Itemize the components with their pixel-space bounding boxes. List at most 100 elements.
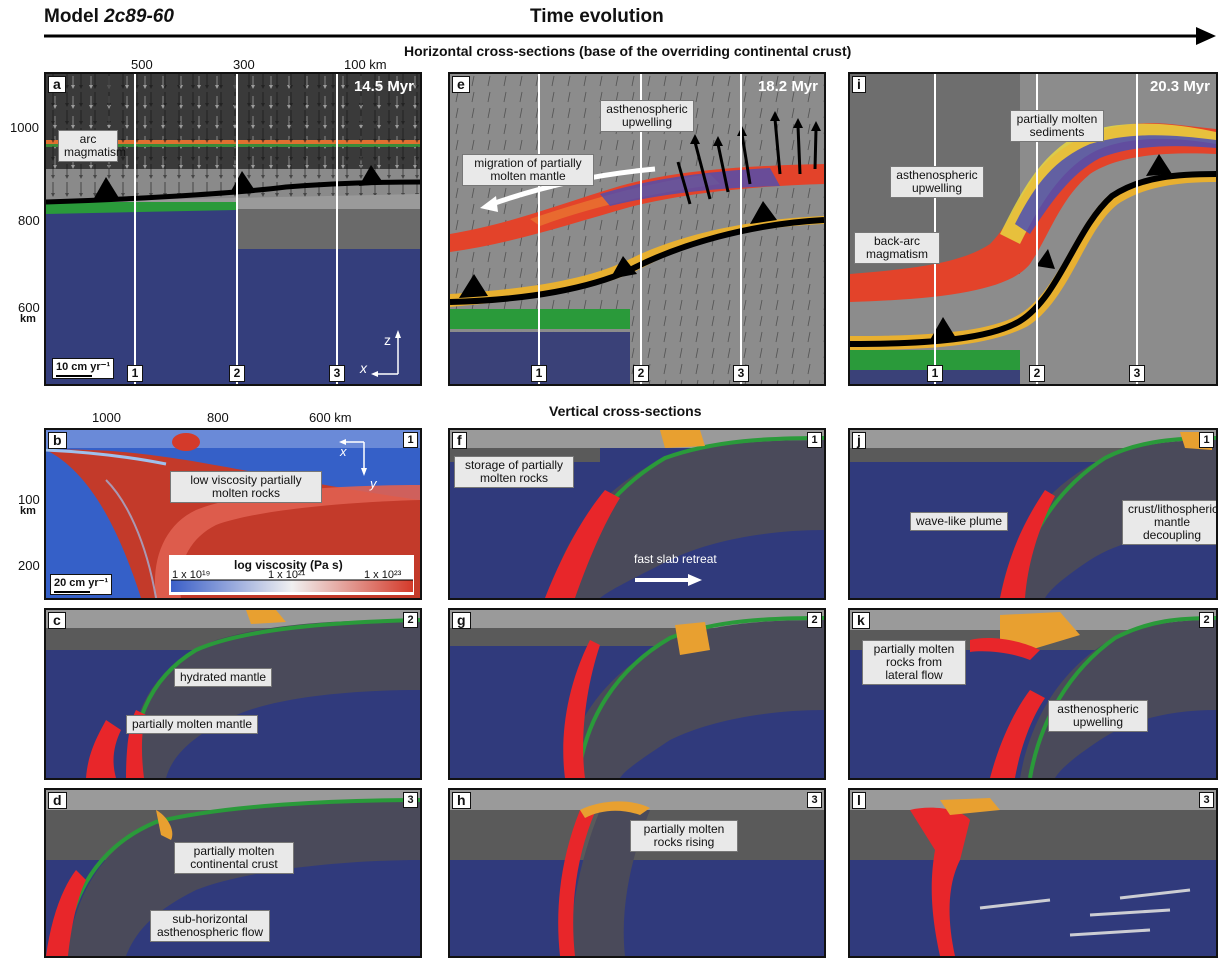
y-axis-label: y bbox=[370, 476, 377, 491]
section-number: 2 bbox=[633, 365, 649, 382]
section-line-3 bbox=[336, 74, 338, 384]
panel-f-plot bbox=[450, 430, 824, 598]
top-axis-label: 100 km bbox=[344, 57, 387, 72]
panel-g-letter: g bbox=[452, 612, 471, 629]
asthenospheric-flow-label: sub-horizontal asthenospheric flow bbox=[150, 910, 270, 942]
hydrated-mantle-label: hydrated mantle bbox=[174, 668, 273, 687]
section-line-3 bbox=[1136, 74, 1138, 384]
panel-g-plot bbox=[450, 610, 824, 778]
b-left-axis-label: 200 bbox=[18, 558, 40, 573]
panel-h-plot bbox=[450, 790, 824, 956]
panel-d-plot bbox=[46, 790, 420, 956]
colorbar-tick: 1 x 10²³ bbox=[364, 569, 402, 581]
panel-k: k 2 partially molten rocks from lateral … bbox=[848, 608, 1218, 780]
section-number: 3 bbox=[733, 365, 749, 382]
horizontal-sections-title: Horizontal cross-sections (base of the o… bbox=[404, 43, 852, 59]
top-axis-label: 500 bbox=[131, 57, 153, 72]
panel-b: b 1 low viscosity partially molten rocks… bbox=[44, 428, 422, 600]
section-number: 3 bbox=[807, 792, 822, 808]
model-title: Model 2c89-60 bbox=[44, 6, 174, 27]
axis-arrows bbox=[371, 330, 401, 377]
asthenospheric-upwelling-label: asthenospheric upwelling bbox=[890, 166, 984, 198]
section-number: 2 bbox=[1199, 612, 1214, 628]
panel-d: d 3 partially molten continental crust s… bbox=[44, 788, 422, 958]
left-axis-label: 600 bbox=[18, 300, 40, 315]
back-arc-magmatism-label: back-arc magmatism bbox=[854, 232, 940, 264]
panel-g: g 2 bbox=[448, 608, 826, 780]
panel-a-time: 14.5 Myr bbox=[353, 78, 414, 95]
section-number: 2 bbox=[403, 612, 418, 628]
panel-e-time: 18.2 Myr bbox=[757, 78, 818, 95]
section-number: 1 bbox=[927, 365, 943, 382]
section-number: 3 bbox=[1199, 792, 1214, 808]
section-line-3 bbox=[740, 74, 742, 384]
section-number: 1 bbox=[807, 432, 822, 448]
section-line-1 bbox=[134, 74, 136, 384]
panel-f: f 1 storage of partially molten rocks fa… bbox=[448, 428, 826, 600]
panel-h-letter: h bbox=[452, 792, 471, 809]
storage-label: storage of partially molten rocks bbox=[454, 456, 574, 488]
panel-c-plot bbox=[46, 610, 420, 778]
time-arrow bbox=[44, 27, 1216, 45]
section-number: 3 bbox=[403, 792, 418, 808]
b-top-axis-label: 1000 bbox=[92, 410, 121, 425]
panel-b-letter: b bbox=[48, 432, 67, 449]
section-number: 2 bbox=[229, 365, 245, 382]
panel-e: e 18.2 Myr asthenospheric upwelling migr… bbox=[448, 72, 826, 386]
time-evolution-title: Time evolution bbox=[530, 6, 664, 27]
velocity-scale: 20 cm yr⁻¹ bbox=[50, 574, 113, 595]
b-left-axis-label: 100 bbox=[18, 492, 40, 507]
panel-a-letter: a bbox=[48, 76, 66, 93]
decoupling-label: crust/lithospheric mantle decoupling bbox=[1122, 500, 1216, 545]
panel-i: i 20.3 Myr partially molten sediments as… bbox=[848, 72, 1218, 386]
vertical-sections-title: Vertical cross-sections bbox=[549, 403, 702, 419]
velocity-scale: 10 cm yr⁻¹ bbox=[52, 358, 115, 379]
xy-axis-arrows bbox=[339, 439, 367, 476]
panel-d-letter: d bbox=[48, 792, 67, 809]
panel-e-letter: e bbox=[452, 76, 470, 93]
panel-l-plot bbox=[850, 790, 1216, 956]
partially-molten-sediments-label: partially molten sediments bbox=[1010, 110, 1104, 142]
panel-c: c 2 hydrated mantle partially molten man… bbox=[44, 608, 422, 780]
asthenospheric-upwelling-label: asthenospheric upwelling bbox=[1048, 700, 1148, 732]
z-axis-label: z bbox=[384, 332, 391, 348]
panel-c-letter: c bbox=[48, 612, 66, 629]
panel-a: a 14.5 Myr arc magmatism 1 2 3 10 cm yr⁻… bbox=[44, 72, 422, 386]
panel-i-time: 20.3 Myr bbox=[1149, 78, 1210, 95]
section-number: 3 bbox=[329, 365, 345, 382]
panel-j-plot bbox=[850, 430, 1216, 598]
left-axis-label: 1000 bbox=[10, 120, 39, 135]
panel-l: l 3 bbox=[848, 788, 1218, 958]
section-number: 2 bbox=[807, 612, 822, 628]
section-line-2 bbox=[1036, 74, 1038, 384]
lateral-flow-label: partially molten rocks from lateral flow bbox=[862, 640, 966, 685]
low-viscosity-label: low viscosity partially molten rocks bbox=[170, 471, 322, 503]
partially-molten-mantle-label: partially molten mantle bbox=[126, 715, 259, 734]
x-axis-label: x bbox=[360, 360, 367, 376]
left-axis-unit: km bbox=[20, 313, 36, 325]
section-number: 1 bbox=[531, 365, 547, 382]
section-number: 1 bbox=[1199, 432, 1214, 448]
section-number: 1 bbox=[127, 365, 143, 382]
migration-label: migration of partially molten mantle bbox=[462, 154, 594, 186]
left-axis-label: 800 bbox=[18, 213, 40, 228]
top-axis-label: 300 bbox=[233, 57, 255, 72]
colorbar-tick: 1 x 10¹⁹ bbox=[172, 569, 211, 581]
fast-slab-retreat-label: fast slab retreat bbox=[634, 552, 717, 566]
panel-b-plot bbox=[46, 430, 420, 598]
section-number: 1 bbox=[403, 432, 418, 448]
b-top-axis-label: 800 bbox=[207, 410, 229, 425]
b-top-axis-label: 600 km bbox=[309, 410, 352, 425]
b-left-axis-unit: km bbox=[20, 505, 36, 517]
section-number: 2 bbox=[1029, 365, 1045, 382]
asthenospheric-upwelling-label: asthenospheric upwelling bbox=[600, 100, 694, 132]
panel-j: j 1 wave-like plume crust/lithospheric m… bbox=[848, 428, 1218, 600]
colorbar-tick: 1 x 10²¹ bbox=[268, 569, 306, 581]
section-line-1 bbox=[934, 74, 936, 384]
panel-h: h 3 partially molten rocks rising bbox=[448, 788, 826, 958]
wave-like-plume-label: wave-like plume bbox=[910, 512, 1009, 531]
partially-molten-crust-label: partially molten continental crust bbox=[174, 842, 294, 874]
panel-f-letter: f bbox=[452, 432, 467, 449]
panel-j-letter: j bbox=[852, 432, 866, 449]
x-axis-label: x bbox=[340, 444, 347, 459]
